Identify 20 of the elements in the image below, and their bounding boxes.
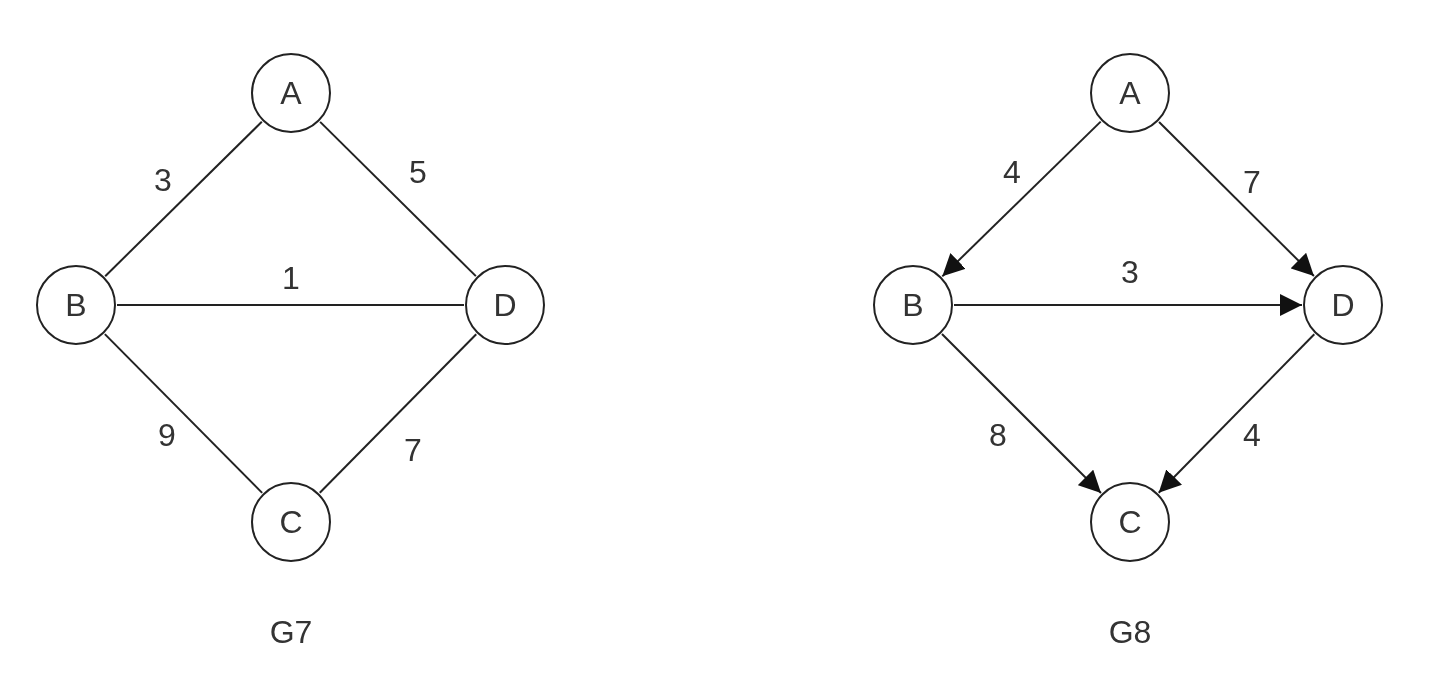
arrow: [1157, 333, 1316, 494]
vertex-circle: C: [1090, 482, 1170, 562]
edge-line: [319, 120, 477, 278]
arrow: [1158, 120, 1315, 278]
edge-line: [116, 304, 465, 306]
vertex-circle: A: [1090, 53, 1170, 133]
arrow: [941, 120, 1102, 278]
vertex-circle: D: [465, 265, 545, 345]
graph-caption: G7: [269, 616, 313, 648]
arrow: [953, 294, 1303, 316]
edge-line: [318, 333, 478, 494]
vertex-circle: C: [251, 482, 331, 562]
arrow: [941, 333, 1102, 494]
vertex-circle: A: [251, 53, 331, 133]
vertex-circle: B: [36, 265, 116, 345]
vertex-circle: D: [1303, 265, 1383, 345]
graph-caption: G8: [1108, 616, 1152, 648]
edge-line: [103, 333, 264, 494]
vertex-circle: B: [873, 265, 953, 345]
edge-line: [104, 120, 263, 278]
